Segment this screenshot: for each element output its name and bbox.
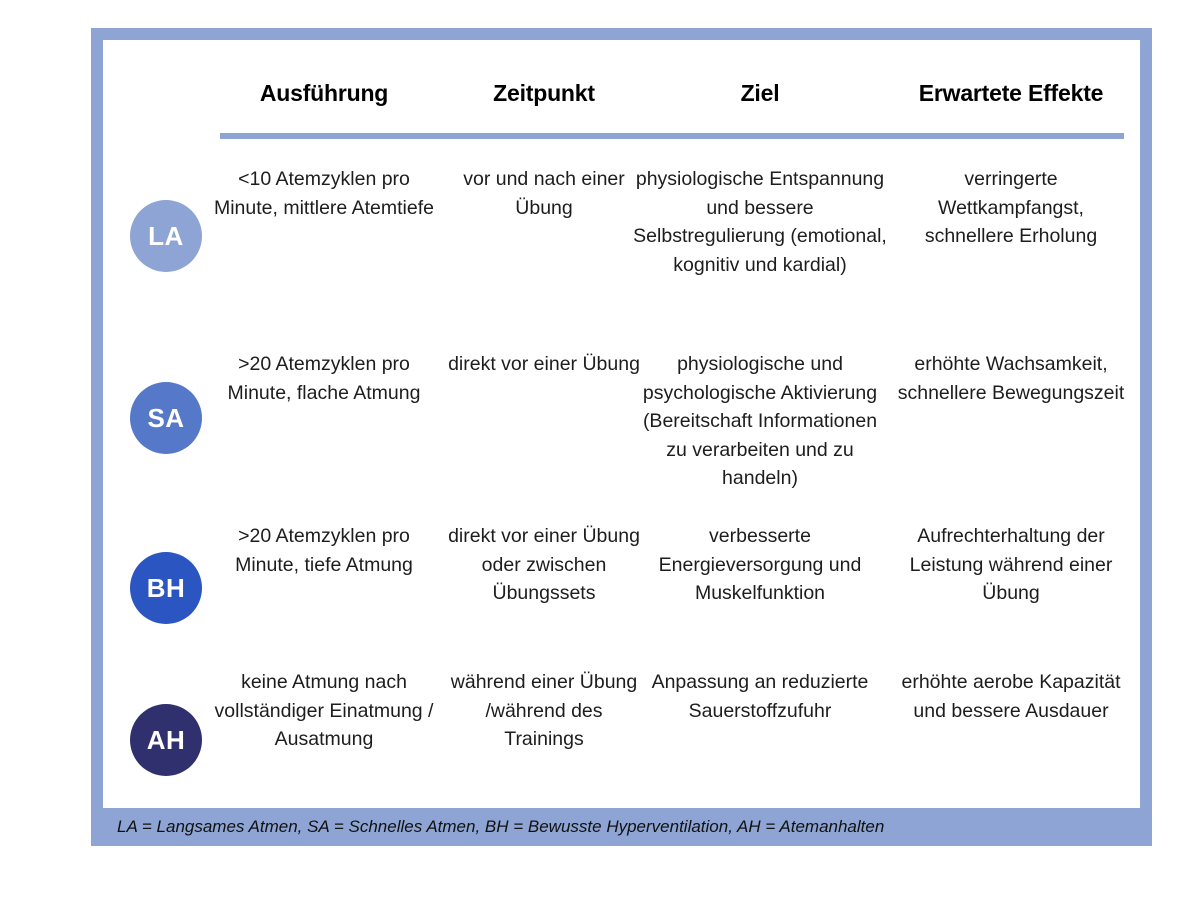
cell-ziel: physiologische und psychologische Aktivi… — [642, 353, 878, 489]
column-header-erwartete-effekte: Erwartete Effekte — [918, 80, 1104, 106]
cell-erwartete-effekte: Aufrechterhaltung der Leistung während e… — [909, 525, 1113, 604]
legend-text: LA = Langsames Atmen, SA = Schnelles Atm… — [117, 817, 885, 836]
legend-band: LA = Langsames Atmen, SA = Schnelles Atm… — [103, 808, 1152, 846]
cell-zeitpunkt: vor und nach einer Übung — [463, 168, 625, 219]
cell-zeitpunkt: während einer Übung /während des Trainin… — [450, 671, 638, 750]
cell-ziel: Anpassung an reduzierte Sauerstoffzufuhr — [651, 671, 869, 722]
column-header-ziel: Ziel — [740, 80, 780, 106]
header-divider-rule — [220, 133, 1124, 139]
cell-erwartete-effekte: erhöhte aerobe Kapazität und bessere Aus… — [901, 671, 1121, 722]
breathing-techniques-table: Ausführung Zeitpunkt Ziel Erwartete Effe… — [103, 40, 1140, 776]
column-header-ausfuehrung: Ausführung — [259, 80, 389, 106]
cell-ziel: physiologische Entspannung und bessere S… — [633, 168, 887, 276]
cell-ausfuehrung: >20 Atemzyklen pro Minute, flache Atmung — [227, 353, 421, 404]
cell-ausfuehrung: >20 Atemzyklen pro Minute, tiefe Atmung — [235, 525, 413, 576]
cell-ausfuehrung: <10 Atemzyklen pro Minute, mittlere Atem… — [213, 168, 434, 219]
row-badge-sa: SA — [130, 382, 202, 454]
column-header-zeitpunkt: Zeitpunkt — [493, 80, 595, 106]
row-badge-ah: AH — [130, 704, 202, 776]
cell-ziel: verbesserte Energieversorgung und Muskel… — [658, 525, 862, 604]
cell-zeitpunkt: direkt vor einer Übung oder zwischen Übu… — [448, 525, 640, 604]
row-badge-bh: BH — [130, 552, 202, 624]
table-header-row: Ausführung Zeitpunkt Ziel Erwartete Effe… — [103, 40, 1140, 106]
cell-zeitpunkt: direkt vor einer Übung — [448, 353, 640, 375]
row-badge-la: LA — [130, 200, 202, 272]
cell-erwartete-effekte: verringerte Wettkampfangst, schnellere E… — [924, 168, 1098, 247]
cell-erwartete-effekte: erhöhte Wachsamkeit, schnellere Bewegung… — [897, 353, 1125, 404]
table-container: Ausführung Zeitpunkt Ziel Erwartete Effe… — [103, 40, 1140, 808]
cell-ausfuehrung: keine Atmung nach vollständiger Einatmun… — [214, 671, 434, 750]
